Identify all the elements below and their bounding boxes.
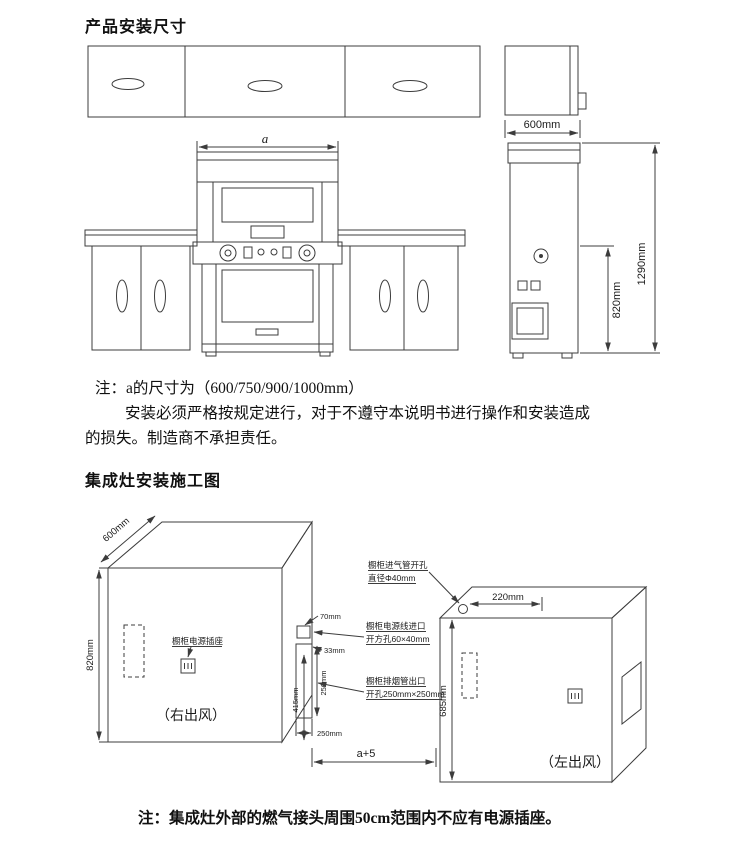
section1-title: 产品安装尺寸 <box>85 19 188 36</box>
dim-415-label: 415mm <box>291 687 300 712</box>
annotation-power-inlet-line1: 橱柜电源线进口 <box>366 621 426 631</box>
annotation-power-inlet: 橱柜电源线进口 开方孔60×40mm <box>313 621 430 645</box>
annotation-gas-hole: 橱柜进气管开孔 直径Φ40mm <box>368 560 460 604</box>
socket-label: 橱柜电源插座 <box>172 636 224 646</box>
annotation-gas-hole-line2: 直径Φ40mm <box>368 573 415 583</box>
dim-220: 220mm <box>469 592 543 611</box>
annotation-gas-hole-line1: 橱柜进气管开孔 <box>368 560 428 570</box>
annotation-smoke-outlet-line2: 开孔250mm×250mm <box>366 689 445 699</box>
construction-drawing: 600mm 820mm 橱柜电源插座 （右出风） 70mm 33mm <box>85 516 648 784</box>
dim-a5-label: a+5 <box>357 748 376 760</box>
dim-600-label: 600mm <box>524 119 561 131</box>
dim-820-label: 820mm <box>611 282 623 319</box>
right-air-outlet-label: （右出风） <box>156 707 226 723</box>
upper-cabinets-front <box>87 45 481 118</box>
dim-685-label: 685mm <box>438 685 449 717</box>
section2-title: 集成灶安装施工图 <box>85 473 222 490</box>
construction-note: 注：集成灶外部的燃气接头周围50cm范围内不应有电源插座。 <box>138 810 561 827</box>
stove-front-view <box>192 151 343 357</box>
left-socket: 橱柜电源插座 <box>172 636 224 674</box>
dim-33-label: 33mm <box>324 646 345 655</box>
dim-left-depth-600: 600mm <box>100 516 156 563</box>
note-line-2: 安装必须严格按规定进行，对于不遵守本说明书进行操作和安装造成 <box>125 405 591 422</box>
left-counter-cabinet <box>84 229 198 351</box>
dim-width-a: a <box>196 131 339 152</box>
dim-1290-label: 1290mm <box>636 243 648 286</box>
annotation-smoke-outlet: 橱柜排烟管出口 开孔250mm×250mm <box>317 676 445 700</box>
note-line-1: 注：a的尺寸为（600/750/900/1000mm） <box>95 380 364 397</box>
installation-note: 注：a的尺寸为（600/750/900/1000mm） 安装必须严格按规定进行，… <box>85 376 665 451</box>
right-cabinet-isometric <box>438 585 648 784</box>
dim-depth-600: 600mm <box>504 119 581 138</box>
dim-220-label: 220mm <box>492 592 524 603</box>
note-line-3: 的损失。制造商不承担责任。 <box>85 430 287 447</box>
annotation-power-inlet-line2: 开方孔60×40mm <box>366 634 430 644</box>
cutout-dimensions: 70mm 33mm 415mm 250mm 250mm <box>291 612 345 741</box>
right-counter-cabinet <box>337 229 466 351</box>
left-air-outlet-label: （左出风） <box>540 754 610 770</box>
dim-685: 685mm <box>438 619 455 781</box>
dim-70-label: 70mm <box>320 612 341 621</box>
dim-a-label: a <box>262 131 269 146</box>
dim-250h-label: 250mm <box>317 729 342 738</box>
installation-dimensions-drawing: a <box>84 45 660 359</box>
dim-left-820-label: 820mm <box>85 639 96 671</box>
dim-left-height-820: 820mm <box>85 567 110 743</box>
dim-height-1290: 1290mm <box>580 142 660 354</box>
dim-left-600-label: 600mm <box>101 516 132 545</box>
annotation-smoke-outlet-line1: 橱柜排烟管出口 <box>366 676 426 686</box>
stove-side-view <box>504 45 587 359</box>
dim-height-820: 820mm <box>580 245 623 352</box>
dim-a-plus-5: a+5 <box>311 748 437 767</box>
